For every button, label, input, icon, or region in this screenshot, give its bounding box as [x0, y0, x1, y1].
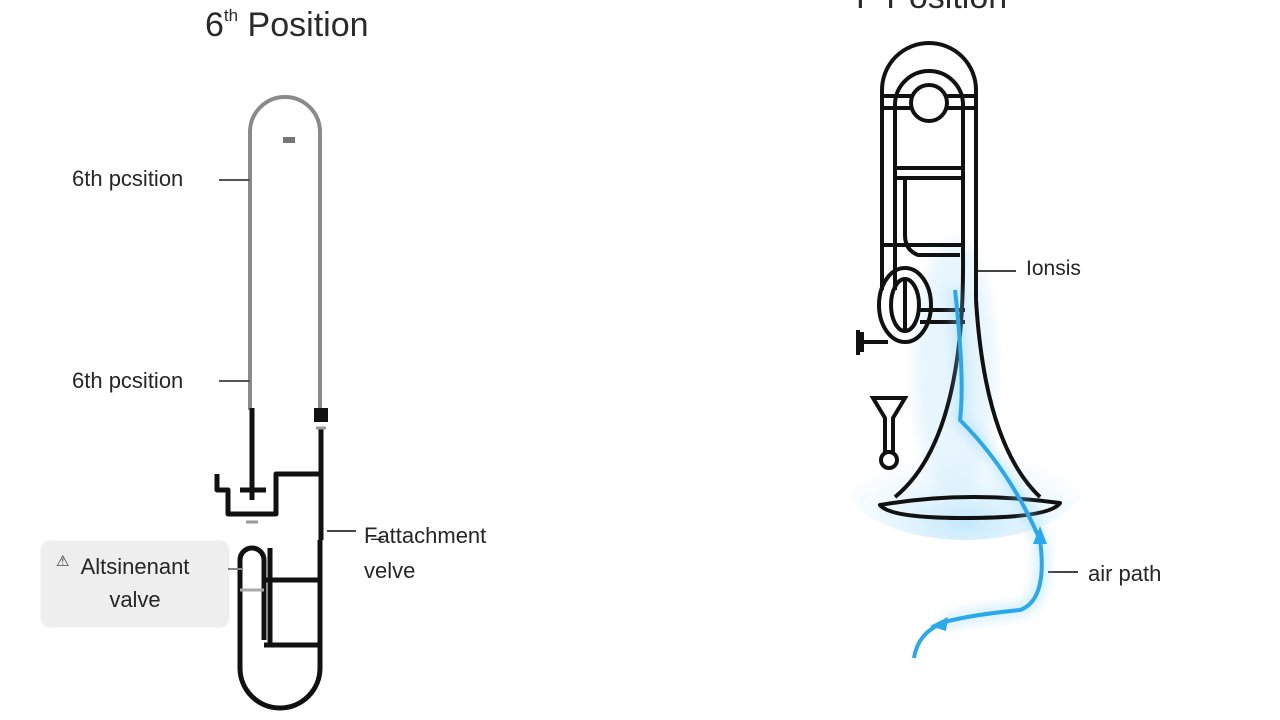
left-diagram-title: 6th Position — [205, 6, 369, 44]
mouthpiece — [869, 396, 909, 470]
label-6th-position-upper: 6th pcsition — [72, 166, 184, 191]
warning-icon: ⚠ — [56, 553, 70, 570]
slide-knob — [909, 83, 949, 123]
air-arrow-left — [930, 617, 948, 631]
bell-flare — [893, 254, 1042, 499]
left-slide-assembly — [214, 95, 356, 711]
alternate-valve-callout: ⚠ Altsinenant valve — [42, 542, 228, 626]
callout-line-2: valve — [109, 587, 161, 612]
attachment-line-2: velve — [364, 558, 416, 583]
callout-line-1: Altsinenant — [80, 554, 190, 579]
label-6th-position-lower: 6th pcsition — [72, 368, 184, 393]
label-air-path: air path — [1088, 561, 1162, 586]
outer-slide-tube — [248, 95, 322, 410]
attachment-valve-label: F̶attachment velve — [364, 518, 486, 588]
right-outer-slide — [880, 41, 978, 300]
slide-marker — [283, 137, 295, 143]
air-arrow-up — [1033, 526, 1047, 544]
right-diagram-title: F Position — [856, 0, 1007, 17]
attachment-line-1: F̶attachment — [364, 523, 487, 548]
label-tonals: Ionsis — [1026, 257, 1081, 280]
right-trombone-assembly — [845, 41, 1085, 659]
valve-assembly — [214, 408, 328, 711]
